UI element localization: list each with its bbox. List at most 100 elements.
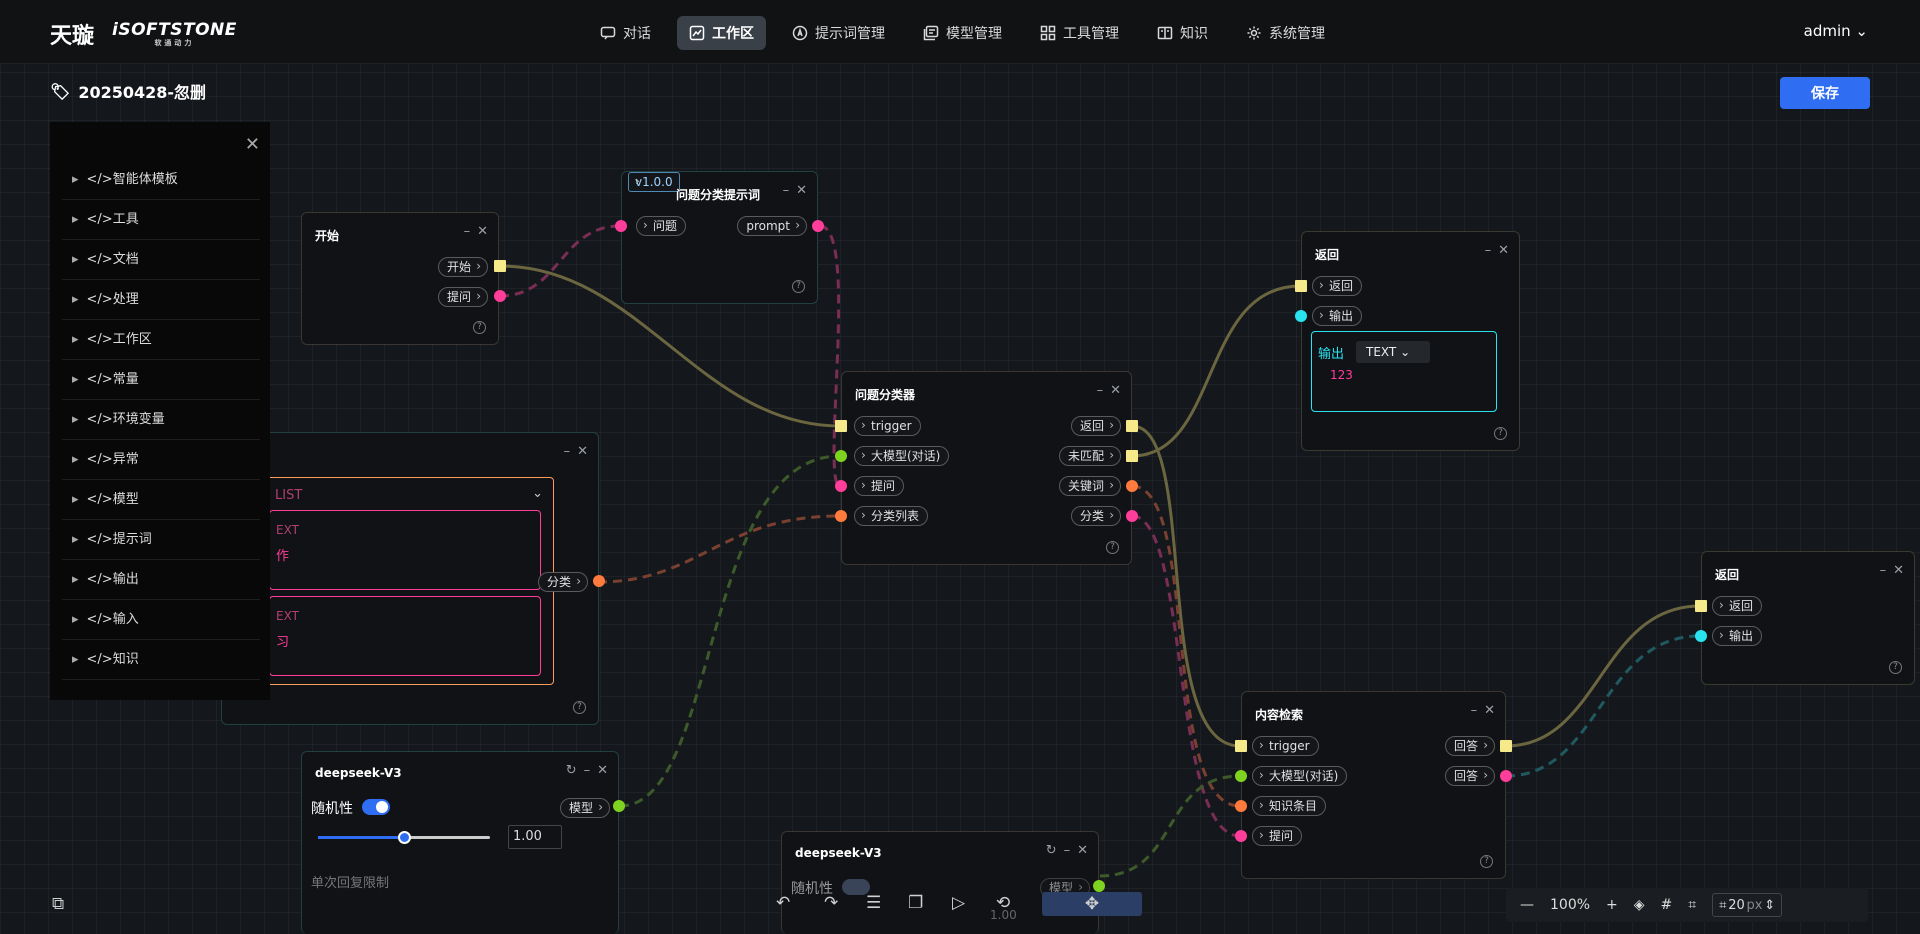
- sidebar-item[interactable]: </>输入: [62, 600, 260, 640]
- port-question-out[interactable]: [494, 290, 506, 302]
- close-icon[interactable]: ✕: [1110, 383, 1121, 398]
- sidebar-item[interactable]: </>文档: [62, 240, 260, 280]
- port-answer-out[interactable]: [1500, 740, 1512, 752]
- minimize-icon[interactable]: –: [782, 183, 790, 198]
- grid-icon[interactable]: #: [1660, 897, 1673, 913]
- port-unmatched-out[interactable]: [1126, 450, 1138, 462]
- node-deepseek[interactable]: deepseek-V3 ↻–✕ 随机性 模型 1.00: [781, 831, 1099, 934]
- list-type-select[interactable]: LIST: [275, 488, 303, 503]
- sidebar-item[interactable]: </>工具: [62, 200, 260, 240]
- sidebar-item[interactable]: </>智能体模板: [62, 160, 260, 200]
- copy-icon[interactable]: ❐: [908, 893, 924, 913]
- randomness-input[interactable]: 1.00: [508, 825, 562, 849]
- undo-icon[interactable]: ↶: [776, 893, 791, 913]
- minimize-icon[interactable]: –: [1484, 243, 1492, 258]
- port-return-in[interactable]: [1695, 600, 1707, 612]
- nav-model-manage[interactable]: 模型管理: [911, 16, 1014, 50]
- sidebar-item[interactable]: </>工作区: [62, 320, 260, 360]
- toggle-panel-icon[interactable]: ⧉: [52, 894, 65, 914]
- port-return-in[interactable]: [1295, 280, 1307, 292]
- sidebar-item[interactable]: </>处理: [62, 280, 260, 320]
- help-icon[interactable]: ?: [1494, 427, 1507, 440]
- node-prompt[interactable]: v1.0.0 问题分类提示词 –✕ 问题 prompt ?: [621, 171, 818, 304]
- node-content-search[interactable]: 内容检索 –✕ trigger 大模型(对话) 知识条目 提问 回答 回答 ?: [1241, 691, 1506, 879]
- close-icon[interactable]: ✕: [1484, 703, 1495, 718]
- minimize-icon[interactable]: –: [583, 763, 591, 778]
- randomness-input[interactable]: 1.00: [990, 908, 1017, 922]
- save-button[interactable]: 保存: [1780, 77, 1870, 109]
- nav-prompt-manage[interactable]: 提示词管理: [780, 16, 897, 50]
- minimize-icon[interactable]: –: [1470, 703, 1478, 718]
- port-keyword-out[interactable]: [1126, 480, 1138, 492]
- node-return[interactable]: 返回 –✕ 返回 输出 ?: [1701, 551, 1915, 685]
- align-icon[interactable]: ⌗: [1688, 897, 1697, 913]
- port-category-out[interactable]: [1126, 510, 1138, 522]
- list-icon[interactable]: ☰: [866, 893, 882, 913]
- port-list-in[interactable]: [835, 510, 847, 522]
- port-category-out[interactable]: [593, 575, 605, 587]
- port-output-in[interactable]: [1295, 310, 1307, 322]
- help-icon[interactable]: ?: [1889, 661, 1902, 674]
- port-knowledge-in[interactable]: [1235, 800, 1247, 812]
- help-icon[interactable]: ?: [473, 321, 486, 334]
- minimize-icon[interactable]: –: [463, 224, 471, 239]
- port-output-in[interactable]: [1695, 630, 1707, 642]
- node-return[interactable]: 返回 –✕ 返回 输出 输出 TEXT ⌄ 123 ?: [1301, 231, 1520, 451]
- nav-knowledge[interactable]: 知识: [1145, 16, 1220, 50]
- port-llm-in[interactable]: [835, 450, 847, 462]
- history-icon[interactable]: ⟲: [996, 893, 1011, 913]
- layers-icon[interactable]: ◈: [1633, 897, 1645, 913]
- randomness-slider[interactable]: [318, 831, 490, 844]
- sidebar-item[interactable]: </>异常: [62, 440, 260, 480]
- close-icon[interactable]: ✕: [1498, 243, 1509, 258]
- port-question-in[interactable]: [1235, 830, 1247, 842]
- zoom-in-icon[interactable]: +: [1606, 897, 1618, 913]
- close-icon[interactable]: ✕: [1893, 563, 1904, 578]
- type-select[interactable]: TEXT ⌄: [1356, 341, 1430, 363]
- user-menu[interactable]: admin ⌄: [1803, 22, 1868, 40]
- close-icon[interactable]: ✕: [796, 183, 807, 198]
- nav-workspace[interactable]: 工作区: [677, 16, 766, 50]
- sidebar-item[interactable]: </>提示词: [62, 520, 260, 560]
- sidebar-item[interactable]: </>模型: [62, 480, 260, 520]
- port-model-out[interactable]: [1093, 880, 1105, 892]
- refresh-icon[interactable]: ↻: [565, 763, 577, 778]
- minimize-icon[interactable]: –: [563, 444, 571, 459]
- minimize-icon[interactable]: –: [1096, 383, 1104, 398]
- node-classifier[interactable]: 问题分类器 –✕ trigger 大模型(对话) 提问 分类列表 返回 未匹配 …: [841, 371, 1132, 565]
- play-icon[interactable]: ▷: [952, 893, 966, 913]
- close-icon[interactable]: ✕: [244, 134, 260, 155]
- randomness-toggle[interactable]: [842, 879, 870, 895]
- minimize-icon[interactable]: –: [1063, 843, 1071, 858]
- minimize-icon[interactable]: –: [1879, 563, 1887, 578]
- node-deepseek[interactable]: deepseek-V3 ↻–✕ 随机性 1.00 模型 单次回复限制: [301, 751, 619, 934]
- port-prompt-in[interactable]: [615, 220, 627, 232]
- port-llm-in[interactable]: [1235, 770, 1247, 782]
- sidebar-item[interactable]: </>输出: [62, 560, 260, 600]
- randomness-toggle[interactable]: [362, 799, 390, 815]
- zoom-out-icon[interactable]: —: [1520, 897, 1534, 913]
- nav-chat[interactable]: 对话: [588, 16, 663, 50]
- refresh-icon[interactable]: ↻: [1045, 843, 1057, 858]
- chevron-down-icon[interactable]: ⌄: [532, 486, 543, 501]
- node-category-list[interactable]: –✕ LIST ⌄ EXT 作 EXT 习 分类 ?: [221, 432, 599, 725]
- port-return-out[interactable]: [1126, 420, 1138, 432]
- port-trigger-in[interactable]: [835, 420, 847, 432]
- close-icon[interactable]: ✕: [577, 444, 588, 459]
- help-icon[interactable]: ?: [573, 701, 586, 714]
- port-answer-out[interactable]: [1500, 770, 1512, 782]
- close-icon[interactable]: ✕: [597, 763, 608, 778]
- node-start[interactable]: 开始 –✕ 开始 提问 ?: [301, 212, 499, 345]
- redo-icon[interactable]: ↷: [824, 893, 839, 913]
- port-prompt-out[interactable]: [812, 220, 824, 232]
- nav-system-manage[interactable]: 系统管理: [1234, 16, 1337, 50]
- port-model-out[interactable]: [613, 800, 625, 812]
- output-value[interactable]: 123: [1330, 368, 1353, 382]
- help-icon[interactable]: ?: [1106, 541, 1119, 554]
- sidebar-item[interactable]: </>常量: [62, 360, 260, 400]
- port-start-out[interactable]: [494, 260, 506, 272]
- close-icon[interactable]: ✕: [477, 224, 488, 239]
- port-question-in[interactable]: [835, 480, 847, 492]
- move-tool-icon[interactable]: ✥: [1042, 892, 1142, 916]
- port-trigger-in[interactable]: [1235, 740, 1247, 752]
